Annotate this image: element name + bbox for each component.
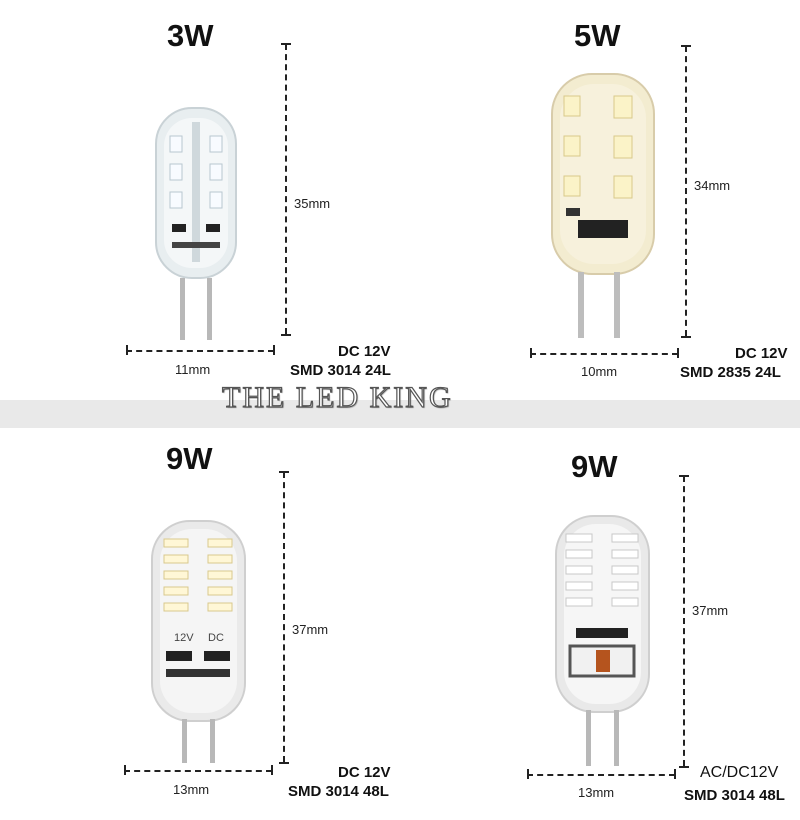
height-label: 37mm <box>292 622 329 637</box>
bottom-row <box>0 428 800 820</box>
wattage-label: 9W <box>571 449 618 484</box>
wattage-label: 5W <box>574 18 621 53</box>
width-label: 10mm <box>581 364 618 379</box>
voltage-label: DC 12V <box>338 764 391 781</box>
led-spec-label: SMD 3014 48L <box>288 783 389 800</box>
width-label: 11mm <box>175 362 211 377</box>
height-label: 37mm <box>692 603 729 618</box>
g4-bulb-image <box>555 515 650 766</box>
bulb-label-right: DC <box>208 632 224 644</box>
led-spec-label: SMD 2835 24L <box>680 364 781 381</box>
width-dimension-line <box>530 353 678 355</box>
wattage-label: 9W <box>166 441 213 476</box>
height-dimension-line <box>683 476 685 766</box>
led-spec-label: SMD 3014 24L <box>290 362 391 379</box>
wattage-label: 3W <box>167 18 214 53</box>
g4-bulb-image: 12V DC <box>151 520 246 763</box>
width-dimension-line <box>126 350 274 352</box>
height-label: 35mm <box>294 196 331 211</box>
width-dimension-line <box>527 774 675 776</box>
bulb-label-left: 12V <box>174 632 194 644</box>
height-dimension-line <box>283 472 285 762</box>
height-dimension-line <box>285 44 287 334</box>
g4-bulb-image <box>551 73 655 338</box>
watermark: THE LED KING <box>221 380 453 414</box>
width-dimension-line <box>124 770 272 772</box>
g4-bulb-image <box>155 107 237 340</box>
width-label: 13mm <box>578 785 615 800</box>
divider-band <box>0 400 800 428</box>
voltage-label: DC 12V <box>338 343 391 360</box>
height-dimension-line <box>685 46 687 336</box>
width-label: 13mm <box>173 782 210 797</box>
led-spec-label: SMD 3014 48L <box>684 787 785 804</box>
height-label: 34mm <box>694 178 731 193</box>
top-row <box>0 0 800 400</box>
voltage-label: DC 12V <box>735 345 788 362</box>
voltage-label: AC/DC12V <box>700 764 779 781</box>
